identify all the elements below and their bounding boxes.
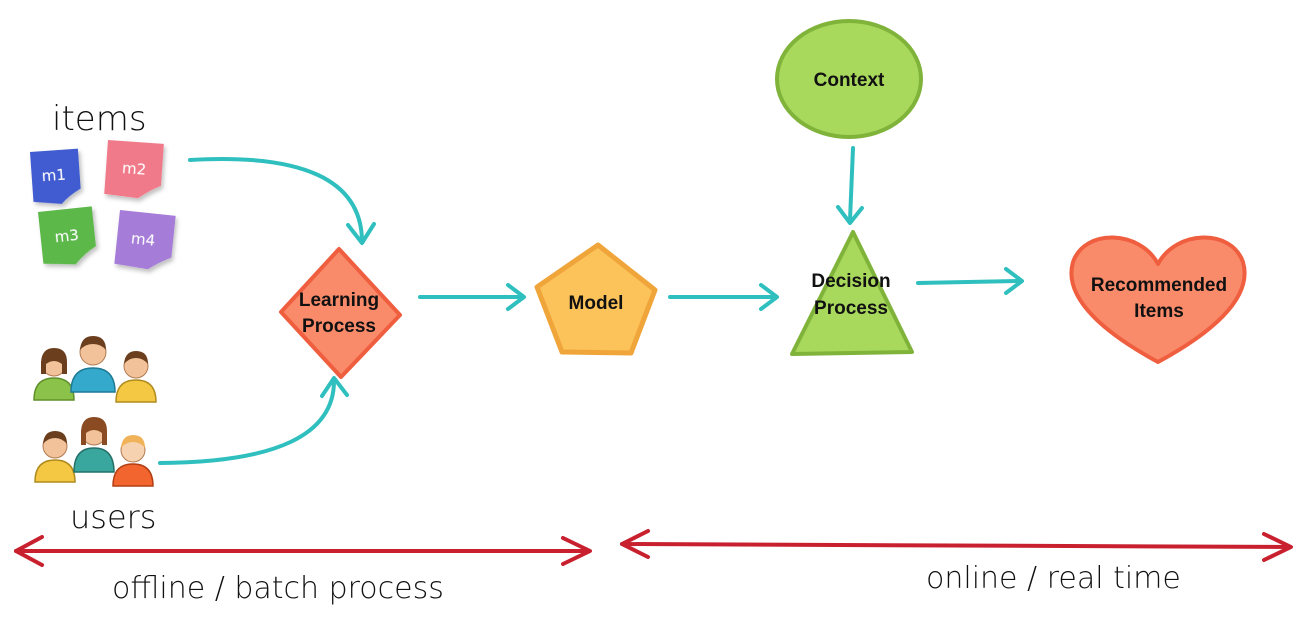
model-to-decision-arrow	[668, 283, 779, 311]
item-note-m3-label: m3	[54, 226, 80, 246]
user-avatar	[70, 336, 116, 393]
item-note-m3: m3	[38, 206, 96, 265]
context-node: Context	[775, 19, 923, 139]
item-note-m1-label: m1	[41, 166, 66, 186]
user-avatar	[73, 417, 115, 473]
recommended-items-node: Recommended Items	[1069, 235, 1247, 364]
model-node: Model	[534, 242, 658, 356]
user-avatar	[115, 351, 157, 403]
item-note-m4: m4	[114, 210, 176, 270]
learning-process-shape	[279, 247, 402, 379]
recommended-items-shape	[1069, 235, 1247, 364]
recommended-items-label-line1: Recommended	[1091, 275, 1227, 296]
context-label: Context	[814, 70, 885, 91]
decision-to-recommended-arrow	[916, 267, 1024, 295]
user-avatar	[34, 431, 76, 483]
context-shape	[775, 19, 923, 139]
users-group-2	[34, 417, 154, 487]
item-note-m2-shape	[104, 140, 164, 199]
item-note-m2: m2	[104, 140, 164, 199]
model-shape	[534, 242, 658, 356]
items-label: items	[52, 99, 147, 139]
online-realtime-label: online / real time	[926, 561, 1181, 596]
item-note-m4-shape	[114, 210, 176, 270]
item-note-m3-shape	[38, 206, 96, 265]
offline-timeline-arrow	[14, 535, 592, 567]
decision-process-label-line1: Decision	[811, 271, 890, 292]
users-group-1	[33, 336, 157, 403]
model-label: Model	[569, 293, 624, 314]
learning-process-label-line1: Learning	[299, 290, 379, 311]
context-to-decision-arrow	[836, 146, 864, 225]
item-note-m1-shape	[30, 148, 81, 204]
decision-process-label-line2: Process	[814, 298, 888, 319]
user-avatar	[112, 435, 154, 487]
item-note-m2-label: m2	[121, 159, 146, 179]
learning-process-label-line2: Process	[302, 316, 376, 337]
item-note-m1: m1	[30, 148, 81, 204]
users-label: users	[70, 498, 156, 536]
users-to-learning-arrow	[158, 376, 349, 465]
decision-process-shape	[790, 230, 914, 356]
learning-process-node: Learning Process	[279, 247, 402, 379]
learning-to-model-arrow	[418, 283, 526, 311]
offline-batch-label: offline / batch process	[112, 571, 444, 606]
user-avatar	[33, 348, 75, 401]
items-to-learning-arrow	[188, 157, 376, 245]
online-timeline-arrow	[620, 529, 1293, 562]
recommended-items-label-line2: Items	[1134, 301, 1184, 322]
item-note-m4-label: m4	[130, 229, 156, 249]
decision-process-node: Decision Process	[790, 230, 914, 356]
